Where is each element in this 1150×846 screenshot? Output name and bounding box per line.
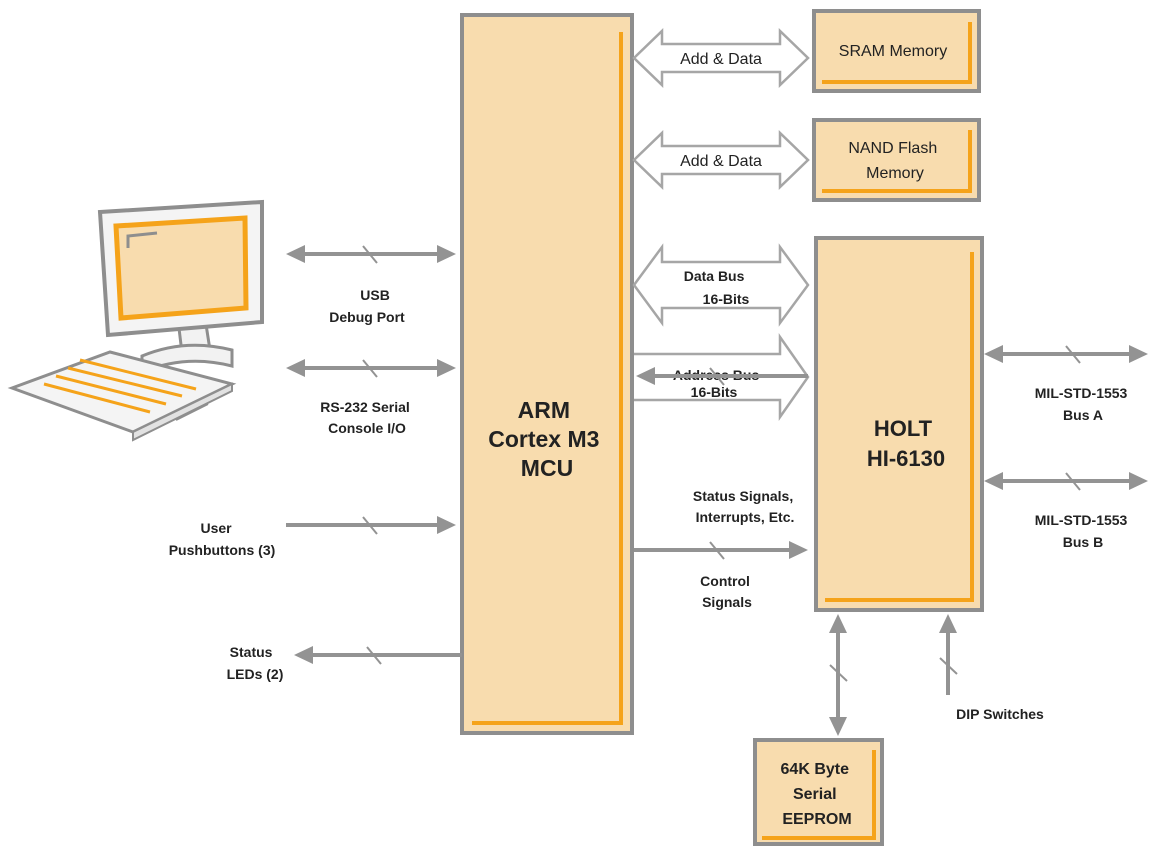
eeprom-label-1: 64K Byte [781, 761, 850, 778]
nand-block: NAND Flash Memory [812, 118, 981, 202]
sram-bus-arrow: Add & Data [632, 28, 810, 88]
leds-arrow: Status LEDs (2) [227, 644, 462, 682]
address-bus-label-2: 16-Bits [691, 384, 738, 400]
eeprom-arrow [829, 614, 848, 736]
holt-label-2: HI-6130 [867, 446, 945, 471]
bus-a-label-1: MIL-STD-1553 [1035, 385, 1128, 401]
control-signals-arrow: Control Signals [634, 541, 808, 610]
usb-label-1: USB [360, 287, 390, 303]
usb-label-2: Debug Port [329, 309, 405, 325]
sram-block: SRAM Memory [812, 9, 981, 93]
usb-arrow: USB Debug Port [286, 245, 456, 325]
svg-text:RS-232 Serial Console I/: RS-232 Serial Console I/O [320, 399, 413, 436]
status-signals-label-2: Interrupts, Etc. [696, 509, 795, 525]
eeprom-label-2: Serial [793, 786, 837, 803]
pushbuttons-label-2: Pushbuttons (3) [169, 542, 276, 558]
holt-label-1: HOLT [874, 416, 933, 441]
mcu-label-3: MCU [521, 455, 573, 481]
data-bus-label-2: 16-Bits [703, 291, 750, 307]
leds-label-1: Status [230, 644, 273, 660]
mcu-block: ARM Cortex M3 MCU [460, 13, 634, 735]
svg-text:Status Signals, Interrup: Status Signals, Interrupts, Etc. [693, 488, 797, 525]
sram-bus-label: Add & Data [680, 51, 762, 68]
desktop-computer-icon [7, 199, 264, 442]
data-bus-arrow: Data Bus 16-Bits [632, 243, 810, 327]
svg-text:USB Debug Port: USB Debug Port [329, 287, 405, 325]
rs232-arrow: RS-232 Serial Console I/O [286, 359, 456, 436]
svg-text:User Pushbuttons (3): User Pushbuttons (3) [169, 520, 276, 558]
control-signals-label-2: Signals [702, 594, 752, 610]
rs232-label-1: RS-232 Serial [320, 399, 410, 415]
svg-text:MIL-STD-1553 Bus B: MIL-STD-1553 Bus B [1035, 512, 1131, 550]
dip-label: DIP Switches [956, 706, 1044, 722]
holt-block: HOLT HI-6130 [814, 236, 984, 612]
eeprom-label-3: EEPROM [782, 811, 851, 828]
rs232-label-2: Console I/O [328, 420, 406, 436]
nand-bus-arrow: Add & Data [632, 130, 810, 190]
control-signals-label-1: Control [700, 573, 750, 589]
svg-text:Data Bus 16-Bits: Data Bus 16-Bits [684, 268, 750, 307]
dip-arrow: DIP Switches [939, 614, 1044, 722]
svg-text:ARM Cortex M3 MCU: ARM Cortex M3 MCU [488, 397, 606, 481]
eeprom-block: 64K Byte Serial EEPROM [753, 738, 884, 846]
bus-b-label-2: Bus B [1063, 534, 1103, 550]
svg-text:HOLT HI-6130: HOLT HI-6130 [867, 416, 945, 471]
nand-label-1: NAND Flash [848, 140, 937, 157]
svg-text:MIL-STD-1553 Bus A: MIL-STD-1553 Bus A [1035, 385, 1131, 423]
bus-a-arrow: MIL-STD-1553 Bus A [984, 345, 1148, 423]
nand-bus-label: Add & Data [680, 153, 762, 170]
pushbuttons-label-1: User [200, 520, 232, 536]
status-signals-arrow: Status Signals, Interrupts, Etc. [636, 367, 808, 525]
sram-label: SRAM Memory [839, 43, 947, 60]
bus-b-label-1: MIL-STD-1553 [1035, 512, 1128, 528]
svg-text:64K Byte Serial EE: 64K Byte Serial EEPROM [781, 761, 854, 828]
mcu-label-1: ARM [518, 397, 570, 423]
svg-text:NAND Flash Memory: NAND Flash Memory [848, 140, 941, 182]
leds-label-2: LEDs (2) [227, 666, 284, 682]
pushbuttons-arrow: User Pushbuttons (3) [169, 516, 456, 558]
nand-label-2: Memory [866, 165, 924, 182]
data-bus-label-1: Data Bus [684, 268, 745, 284]
status-signals-label-1: Status Signals, [693, 488, 793, 504]
svg-text:Status LEDs (2): Status LEDs (2) [227, 644, 284, 682]
mcu-label-2: Cortex M3 [488, 426, 599, 452]
svg-text:Control Signals: Control Signals [700, 573, 754, 610]
bus-a-label-2: Bus A [1063, 407, 1103, 423]
bus-b-arrow: MIL-STD-1553 Bus B [984, 472, 1148, 550]
